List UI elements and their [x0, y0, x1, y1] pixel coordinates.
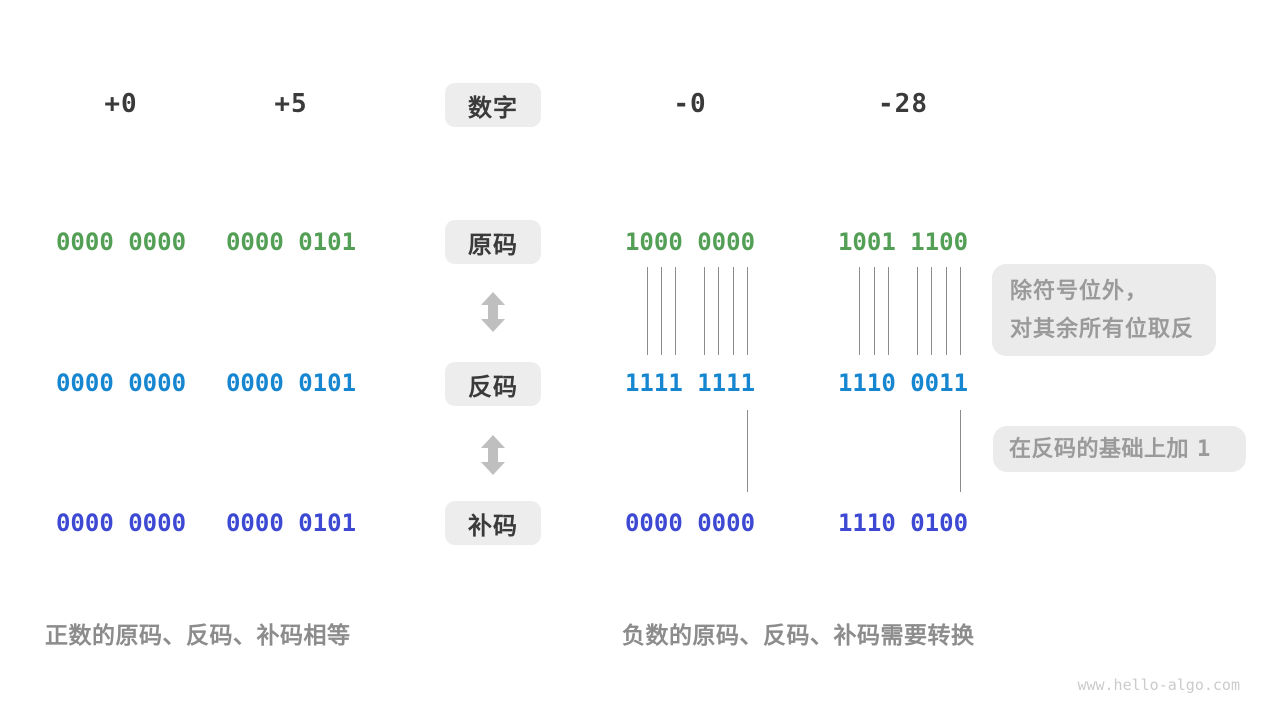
- twos-complement-plus-0: 0000 0000: [55, 509, 187, 537]
- bit-flip-line: [675, 267, 676, 355]
- header-value-minus-28: -28: [878, 89, 928, 119]
- invert-bits-note-line1: 除符号位外，: [1010, 278, 1149, 303]
- add-one-note-text: 在反码的基础上加: [1009, 436, 1190, 461]
- bit-flip-line: [647, 267, 648, 355]
- add-one-line: [960, 410, 961, 492]
- bit-flip-line: [917, 267, 918, 355]
- add-one-line: [747, 410, 748, 492]
- sign-magnitude-minus-0: 1000 0000: [624, 228, 756, 256]
- ones-complement-minus-0: 1111 1111: [624, 369, 756, 397]
- ones-complement-badge-label: 反码: [468, 373, 518, 401]
- bit-flip-line: [931, 267, 932, 355]
- header-value-plus-0: +0: [104, 89, 138, 119]
- twos-complement-minus-28: 1110 0100: [837, 509, 969, 537]
- bit-flip-line: [747, 267, 748, 355]
- bit-flip-line: [888, 267, 889, 355]
- sign-magnitude-plus-0: 0000 0000: [55, 228, 187, 256]
- bit-flip-line: [960, 267, 961, 355]
- bit-flip-line: [874, 267, 875, 355]
- up-down-arrow-icon: [481, 435, 505, 475]
- ones-complement-plus-5: 0000 0101: [225, 369, 357, 397]
- bit-flip-line: [946, 267, 947, 355]
- up-down-arrow-icon: [481, 292, 505, 332]
- bit-flip-line: [704, 267, 705, 355]
- invert-bits-note: 除符号位外， 对其余所有位取反: [992, 264, 1216, 356]
- sign-magnitude-plus-5: 0000 0101: [225, 228, 357, 256]
- sign-magnitude-minus-28: 1001 1100: [837, 228, 969, 256]
- add-one-note: 在反码的基础上加 1: [993, 426, 1246, 472]
- twos-complement-badge-label: 补码: [468, 512, 518, 540]
- ones-complement-plus-0: 0000 0000: [55, 369, 187, 397]
- watermark: www.hello-algo.com: [1077, 676, 1240, 694]
- add-one-note-value: 1: [1197, 437, 1211, 462]
- positive-numbers-caption: 正数的原码、反码、补码相等: [45, 622, 351, 648]
- invert-bits-note-line2: 对其余所有位取反: [1010, 316, 1195, 341]
- ones-complement-minus-28: 1110 0011: [837, 369, 969, 397]
- bit-flip-line: [661, 267, 662, 355]
- bit-flip-line: [733, 267, 734, 355]
- bit-flip-line: [718, 267, 719, 355]
- bit-flip-line: [859, 267, 860, 355]
- number-badge-label: 数字: [468, 94, 518, 122]
- twos-complement-minus-0: 0000 0000: [624, 509, 756, 537]
- ones-complement-badge: 反码: [445, 362, 541, 406]
- header-value-minus-0: -0: [673, 89, 707, 119]
- header-value-plus-5: +5: [274, 89, 308, 119]
- sign-magnitude-badge: 原码: [445, 220, 541, 264]
- negative-numbers-caption: 负数的原码、反码、补码需要转换: [622, 622, 975, 648]
- number-badge: 数字: [445, 83, 541, 127]
- twos-complement-badge: 补码: [445, 501, 541, 545]
- sign-magnitude-badge-label: 原码: [468, 231, 518, 259]
- twos-complement-plus-5: 0000 0101: [225, 509, 357, 537]
